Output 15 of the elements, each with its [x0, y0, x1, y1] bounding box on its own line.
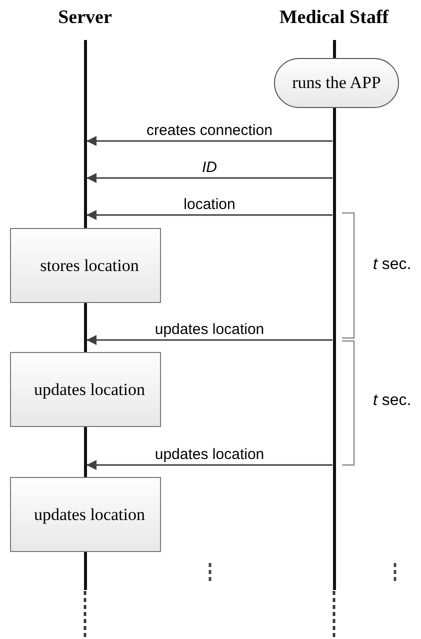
duration-label: t sec. [373, 256, 412, 274]
action-box: runs the APP [274, 58, 399, 108]
message-arrow [86, 136, 332, 146]
message-arrow [86, 460, 332, 470]
process-box: updates location [10, 477, 161, 552]
message-arrow [86, 173, 332, 183]
duration-label: t sec. [373, 392, 412, 410]
edge-label: updates location [152, 321, 266, 338]
process-box: updates location [10, 352, 161, 427]
message-arrow [86, 335, 332, 345]
lane-title: Server [40, 5, 130, 31]
process-box: stores location [10, 228, 161, 303]
lane-title: Medical Staff [259, 5, 409, 31]
message-arrow [86, 210, 332, 220]
edge-label: updates location [152, 446, 266, 463]
